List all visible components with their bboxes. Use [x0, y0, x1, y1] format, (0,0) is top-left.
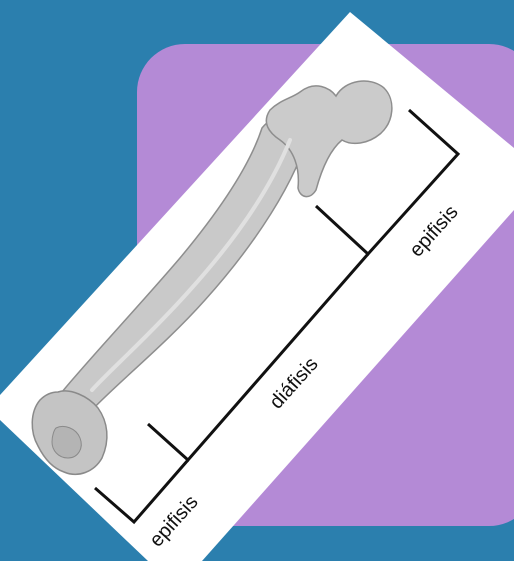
paper-strip: [0, 12, 514, 561]
